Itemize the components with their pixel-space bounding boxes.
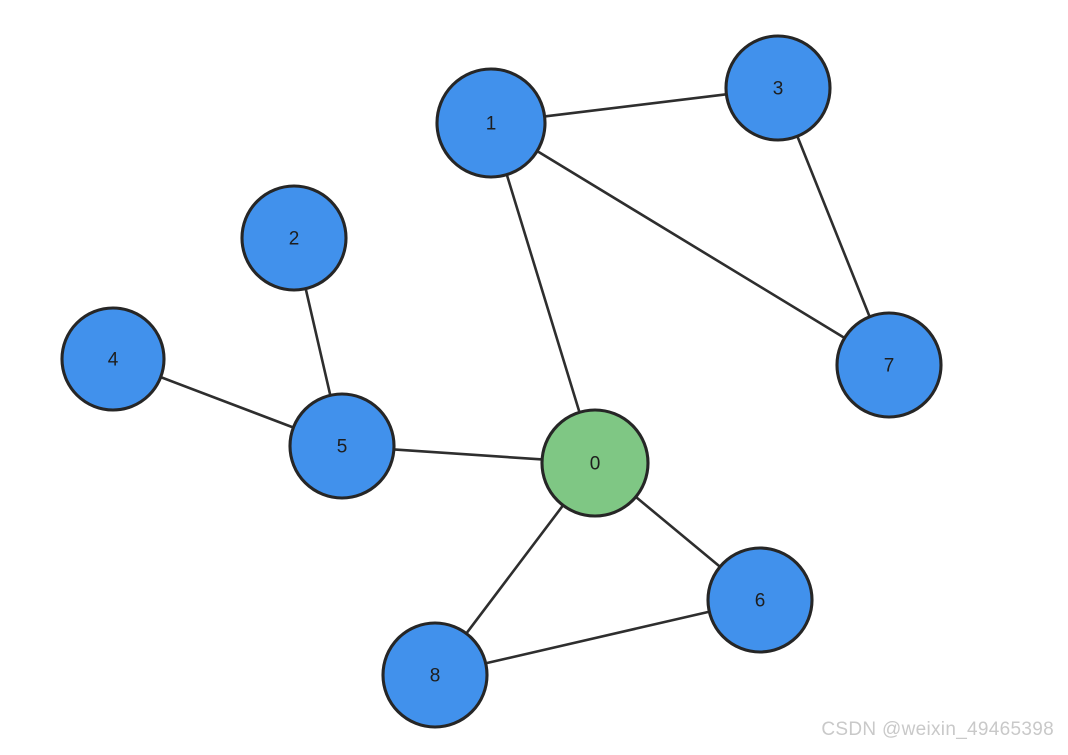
graph-edge-3-7 <box>795 133 872 320</box>
graph-node-label-3: 3 <box>773 79 784 100</box>
graph-node-5[interactable]: 5 <box>288 392 396 500</box>
graph-node-2[interactable]: 2 <box>240 184 348 292</box>
graph-edge-0-6 <box>632 494 723 570</box>
node-layer: 0 1 2 3 4 5 6 7 8 <box>60 34 943 729</box>
graph-node-circle-8[interactable] <box>381 621 489 729</box>
graph-edge-1-0 <box>504 171 582 416</box>
graph-node-circle-7[interactable] <box>835 311 943 419</box>
graph-node-3[interactable]: 3 <box>724 34 832 142</box>
graph-edge-1-3 <box>541 92 730 119</box>
graph-node-4[interactable]: 4 <box>60 306 166 412</box>
graph-node-1[interactable]: 1 <box>435 67 547 179</box>
graph-edge-0-8 <box>463 502 566 637</box>
graph-node-circle-1[interactable] <box>435 67 547 179</box>
graph-node-circle-3[interactable] <box>724 34 832 142</box>
watermark-text: CSDN @weixin_49465398 <box>821 719 1054 740</box>
graph-node-label-7: 7 <box>884 356 895 377</box>
graph-edge-5-0 <box>390 448 546 461</box>
edge-layer <box>157 92 872 666</box>
graph-node-circle-2[interactable] <box>240 184 348 292</box>
graph-node-label-1: 1 <box>486 114 497 135</box>
graph-node-circle-6[interactable] <box>706 546 814 654</box>
graph-node-circle-4[interactable] <box>60 306 166 412</box>
graph-node-label-8: 8 <box>430 666 441 687</box>
graph-node-8[interactable]: 8 <box>381 621 489 729</box>
graph-edge-4-5 <box>157 375 297 430</box>
graph-node-0[interactable]: 0 <box>540 408 650 518</box>
graph-node-6[interactable]: 6 <box>706 546 814 654</box>
graph-node-label-6: 6 <box>755 591 766 612</box>
graph-node-circle-0[interactable] <box>540 408 650 518</box>
graph-node-label-5: 5 <box>337 437 348 458</box>
graph-node-label-4: 4 <box>108 350 119 371</box>
graph-edge-2-5 <box>303 285 333 399</box>
graph-edge-1-7 <box>534 148 848 341</box>
graph-node-circle-5[interactable] <box>288 392 396 500</box>
graph-edge-6-8 <box>482 609 713 666</box>
graph-node-7[interactable]: 7 <box>835 311 943 419</box>
graph-node-label-2: 2 <box>289 229 300 250</box>
graph-node-label-0: 0 <box>590 454 601 475</box>
